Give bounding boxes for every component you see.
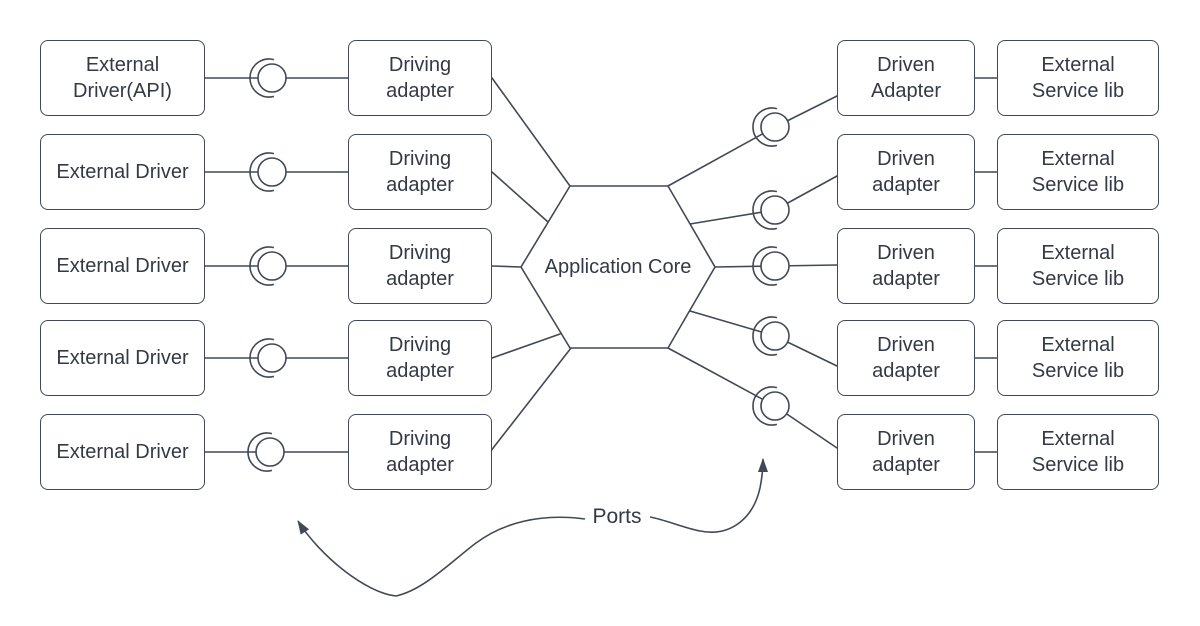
node-label: Driven adapter: [872, 241, 940, 290]
node-external-service-3: External Service lib: [997, 228, 1159, 304]
port-icon: [247, 432, 285, 472]
node-external-service-2: External Service lib: [997, 134, 1159, 210]
node-label: Driven Adapter: [870, 53, 942, 102]
port-icon: [249, 338, 287, 378]
node-external-driver-1: External Driver(API): [40, 40, 205, 116]
connector-line: [667, 347, 776, 407]
node-external-service-1: External Service lib: [997, 40, 1159, 116]
node-label: Driving adapter: [386, 241, 454, 290]
port-icon: [752, 190, 790, 230]
port-icon: [752, 386, 790, 426]
node-driving-adapter-4: Driving adapter: [348, 320, 492, 396]
node-label: External Service lib: [1031, 427, 1125, 476]
node-external-service-4: External Service lib: [997, 320, 1159, 396]
connector-line: [491, 265, 522, 268]
node-label: External Driver: [56, 346, 189, 369]
connector-line: [491, 171, 549, 223]
hexagon-shape: [520, 185, 716, 349]
node-label: External Driver(API): [73, 53, 172, 102]
node-label: Driving adapter: [386, 333, 454, 382]
node-driven-adapter-5: Driven adapter: [837, 414, 975, 490]
node-external-driver-2: External Driver: [40, 134, 205, 210]
node-driving-adapter-5: Driving adapter: [348, 414, 492, 490]
node-label: Driving adapter: [386, 147, 454, 196]
port-icon: [752, 246, 790, 286]
node-label: External Driver: [56, 440, 189, 463]
ports-arrow-right: [649, 458, 768, 533]
node-label: Driving adapter: [386, 427, 454, 476]
node-driving-adapter-3: Driving adapter: [348, 228, 492, 304]
port-icon: [752, 316, 790, 356]
node-label: External Service lib: [1031, 333, 1125, 382]
connector-line: [667, 126, 776, 187]
node-label: Driving adapter: [386, 53, 454, 102]
ports-annotation-label: Ports: [592, 505, 642, 529]
node-external-driver-3: External Driver: [40, 228, 205, 304]
node-external-driver-5: External Driver: [40, 414, 205, 490]
connector-line: [491, 77, 571, 187]
node-label: Driven adapter: [872, 333, 940, 382]
port-icon: [249, 246, 287, 286]
ports-annotation: Ports: [572, 502, 662, 532]
node-label: External Service lib: [1031, 147, 1125, 196]
node-driven-adapter-2: Driven adapter: [837, 134, 975, 210]
node-label: External Service lib: [1031, 241, 1125, 290]
node-driven-adapter-3: Driven adapter: [837, 228, 975, 304]
node-external-driver-4: External Driver: [40, 320, 205, 396]
port-icon: [752, 107, 790, 147]
connector-line: [491, 333, 561, 359]
node-application-core: Application Core: [533, 227, 703, 307]
node-label: Driven adapter: [872, 427, 940, 476]
node-driving-adapter-2: Driving adapter: [348, 134, 492, 210]
node-external-service-5: External Service lib: [997, 414, 1159, 490]
node-label: Driven adapter: [872, 147, 940, 196]
node-label: External Driver: [56, 160, 189, 183]
node-driven-adapter-4: Driven adapter: [837, 320, 975, 396]
ports-arrow-left: [297, 516, 586, 597]
port-icon: [249, 58, 287, 98]
node-driven-adapter-1: Driven Adapter: [837, 40, 975, 116]
port-icon: [249, 152, 287, 192]
connector-line: [489, 347, 572, 453]
node-driving-adapter-1: Driving adapter: [348, 40, 492, 116]
node-label: External Service lib: [1031, 53, 1125, 102]
application-core-label: Application Core: [544, 255, 692, 278]
node-label: External Driver: [56, 254, 189, 277]
